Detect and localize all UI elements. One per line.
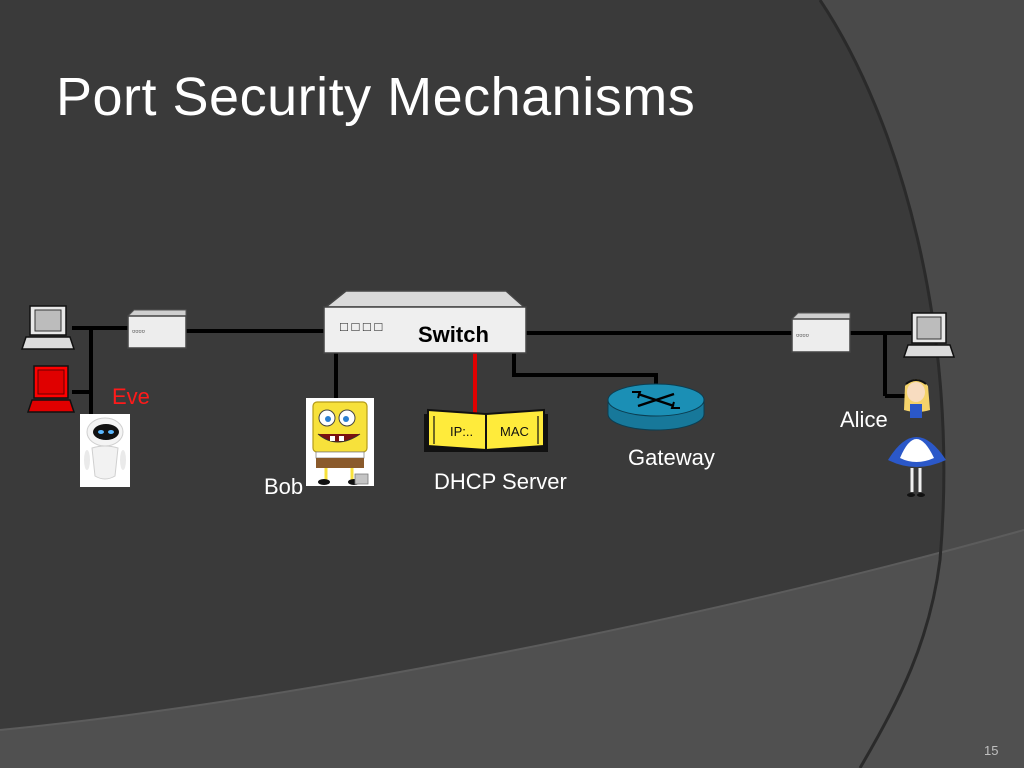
eve-label: Eve	[112, 384, 150, 409]
dhcp-ip-label: IP:..	[450, 424, 473, 439]
left-hub-ports: ▫▫▫▫	[132, 326, 145, 336]
network-links	[72, 326, 912, 418]
eve-laptop-icon	[26, 365, 76, 413]
eve-avatar	[80, 414, 130, 487]
right-hub-icon: ▫▫▫▫	[790, 312, 851, 353]
slide-title: Port Security Mechanisms	[56, 67, 696, 127]
router-icon	[607, 383, 705, 431]
switch-ports: □ □ □ □	[340, 319, 382, 334]
page-number: 15	[984, 743, 999, 758]
left-hub-icon: ▫▫▫▫	[126, 309, 187, 349]
alice-laptop-icon	[902, 312, 956, 358]
dhcp-server-label: DHCP Server	[434, 469, 567, 494]
right-hub-ports: ▫▫▫▫	[796, 330, 809, 340]
laptop-icon	[20, 305, 76, 350]
switch-label: Switch	[418, 322, 489, 347]
gateway-label: Gateway	[628, 445, 715, 470]
switch-icon: □ □ □ □ Switch	[323, 290, 527, 354]
bob-label: Bob	[264, 474, 304, 499]
bob-avatar	[306, 398, 374, 486]
link-switch-gateway	[512, 352, 658, 390]
alice-avatar	[888, 379, 946, 497]
alice-label: Alice	[840, 407, 888, 432]
dhcp-server-book-icon: IP:.. MAC	[424, 408, 548, 452]
dhcp-mac-label: MAC	[500, 424, 529, 439]
